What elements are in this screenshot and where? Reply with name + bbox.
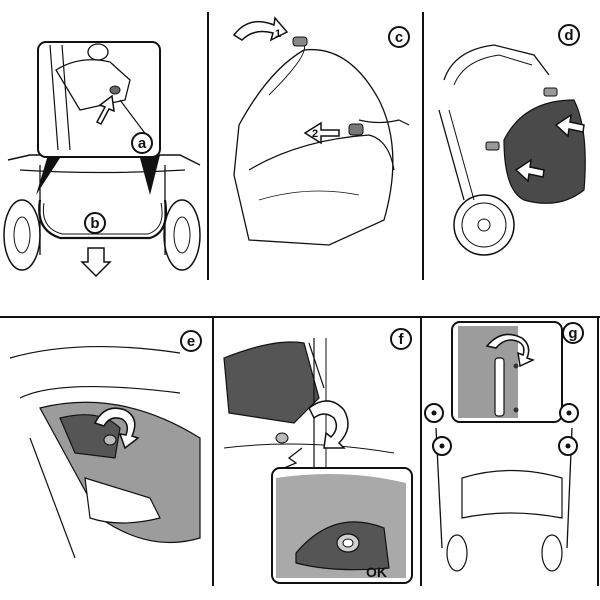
panel-d-illustration bbox=[438, 44, 586, 256]
arrow-number-one: 1 bbox=[275, 28, 281, 40]
panel-divider-top-2 bbox=[422, 12, 424, 280]
step-c-label: c bbox=[388, 26, 410, 48]
step-d-label: d bbox=[558, 24, 580, 46]
panel-f-illustration bbox=[223, 338, 413, 584]
panel-g-illustration bbox=[424, 321, 579, 572]
bottom-row-right-border bbox=[597, 316, 599, 586]
step-g-label: g bbox=[562, 322, 584, 344]
step-f-label: f bbox=[390, 328, 412, 350]
panel-c-illustration: 1 2 bbox=[232, 16, 410, 246]
panel-divider-bottom-1 bbox=[212, 316, 214, 586]
panel-divider-top-1 bbox=[207, 12, 209, 280]
ok-label: OK bbox=[366, 564, 387, 580]
step-a-label: a bbox=[131, 132, 153, 154]
step-e-label: e bbox=[180, 330, 202, 352]
panel-divider-bottom-2 bbox=[420, 316, 422, 586]
panel-ab-illustration bbox=[3, 41, 201, 278]
bottom-row-top-border bbox=[0, 316, 600, 318]
panel-e-illustration bbox=[9, 345, 201, 559]
arrow-number-two: 2 bbox=[312, 128, 318, 140]
step-b-label: b bbox=[84, 212, 106, 234]
